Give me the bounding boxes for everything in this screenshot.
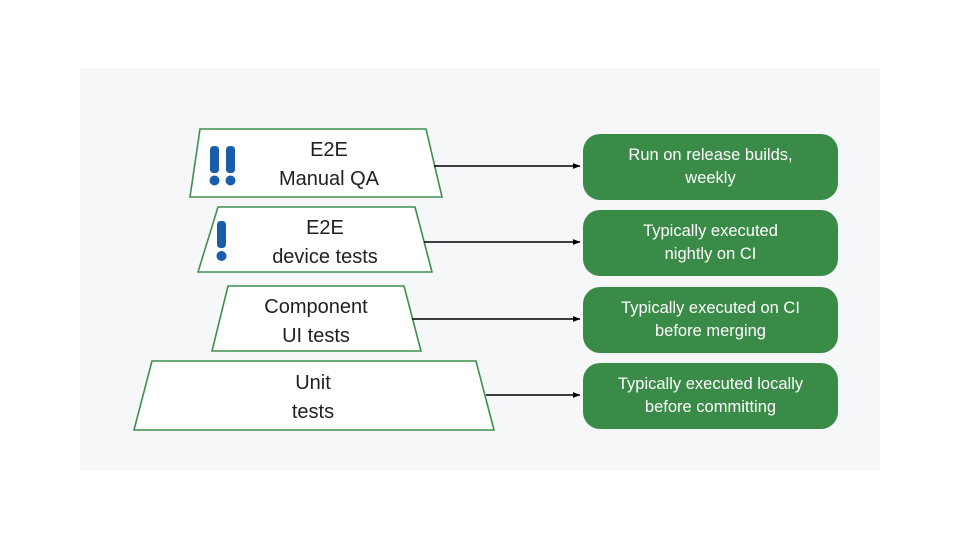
exclamation-icon — [216, 221, 227, 261]
callout-box-e2e-manual-qa[interactable] — [583, 134, 838, 200]
callout-label-e2e-manual-qa: Run on release builds, weekly — [628, 146, 793, 187]
callout-label-unit-tests: Typically executed locally before commit… — [617, 375, 804, 416]
callout-label-component-ui-tests: Typically executed on CI before merging — [621, 299, 800, 340]
callout-box-unit-tests[interactable] — [583, 363, 838, 429]
pyramid-level-e2e-manual-qa[interactable] — [189, 128, 444, 198]
callout-box-component-ui-tests[interactable] — [583, 287, 838, 353]
callout-box-e2e-device-tests[interactable] — [583, 210, 838, 276]
pyramid-level-unit-tests[interactable] — [132, 360, 496, 431]
callout-label-e2e-device-tests: Typically executed nightly on CI — [643, 222, 778, 263]
double-exclamation-icon — [209, 146, 236, 186]
pyramid-level-e2e-device-tests[interactable] — [196, 206, 434, 273]
pyramid-level-component-ui-tests[interactable] — [210, 285, 423, 352]
